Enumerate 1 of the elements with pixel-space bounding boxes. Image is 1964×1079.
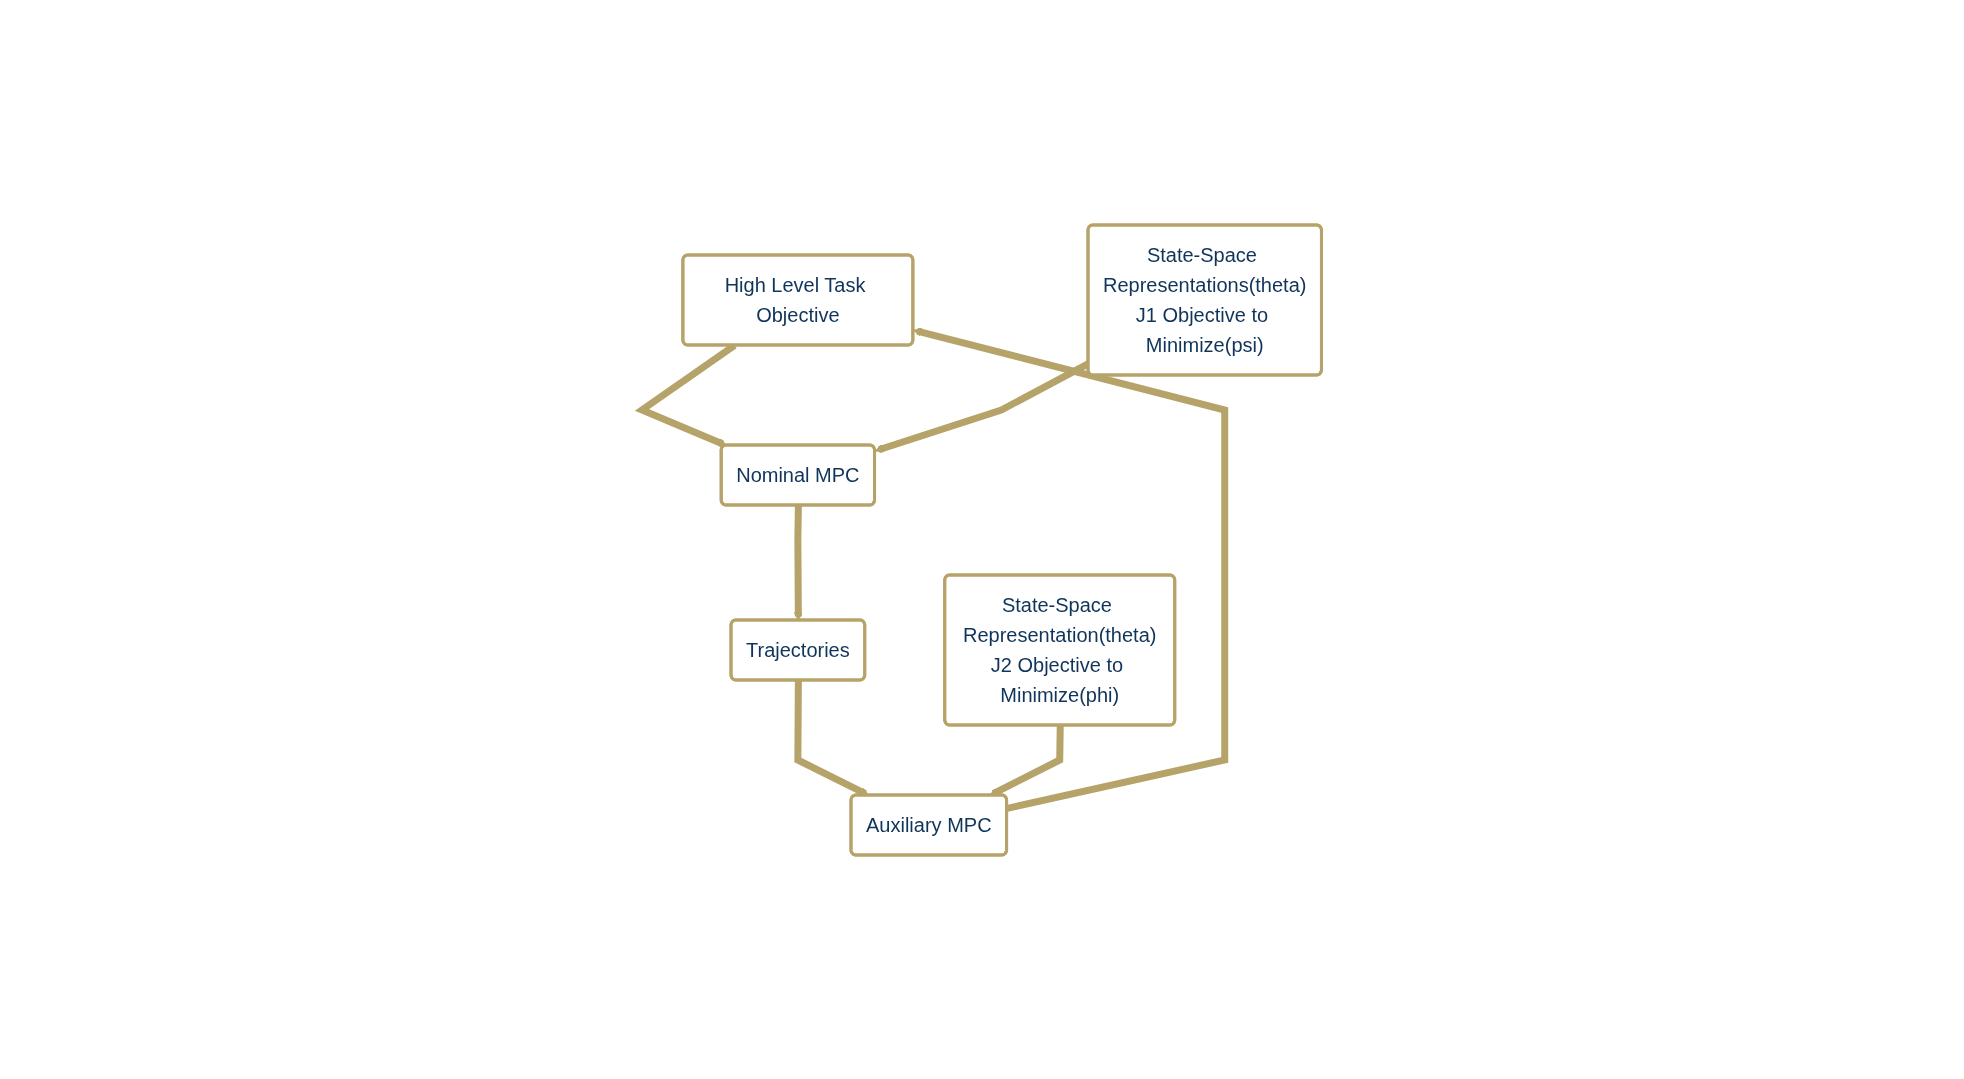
- arrow: [913, 327, 1229, 812]
